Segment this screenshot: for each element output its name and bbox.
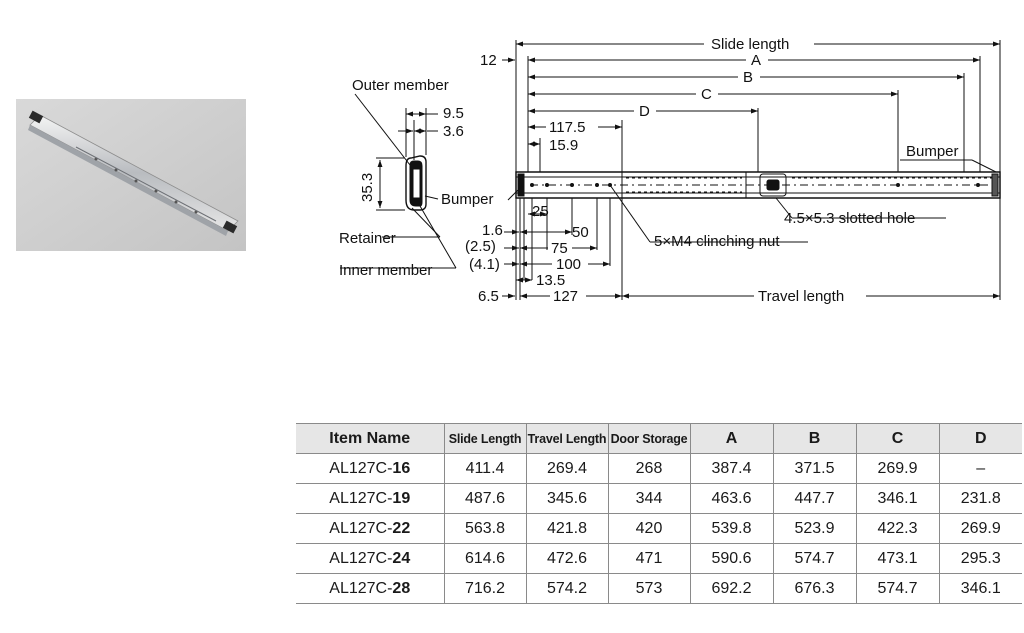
item-prefix: AL127C- [329,459,393,477]
dim-4-1: (4.1) [469,256,500,273]
item-name-cell: AL127C-19 [296,483,445,514]
door-storage-cell: 471 [607,543,691,574]
dim-127: 127 [553,288,578,305]
a-cell: 539.8 [689,513,774,544]
col-item-name: Item Name [296,423,445,454]
side-bumper-label: Bumper [441,191,494,208]
slide-length-label: Slide length [711,36,789,53]
slotted-hole-label: 4.5×5.3 slotted hole [784,210,915,227]
table-row: AL127C-19 487.6 345.6 344 463.6 447.7 34… [296,483,1022,514]
table-row: AL127C-24 614.6 472.6 471 590.6 574.7 47… [296,543,1022,574]
item-prefix: AL127C- [329,549,393,567]
col-slide-length: Slide Length [443,423,527,454]
dim-100: 100 [556,256,581,273]
d-cell: 295.3 [938,543,1022,574]
dim-d-label: D [639,103,650,120]
travel-length-cell: 269.4 [525,453,609,484]
item-name-cell: AL127C-24 [296,543,445,574]
dim-15-9: 15.9 [549,137,578,154]
c-cell: 574.7 [855,573,940,604]
item-prefix: AL127C- [329,489,393,507]
dim-117-5: 117.5 [549,119,585,136]
col-b: B [772,423,857,454]
table-row: AL127C-28 716.2 574.2 573 692.2 676.3 57… [296,573,1022,604]
c-cell: 473.1 [855,543,940,574]
b-cell: 523.9 [772,513,857,544]
col-travel-length: Travel Length [525,423,609,454]
table-row: AL127C-16 411.4 269.4 268 387.4 371.5 26… [296,453,1022,484]
dim-9-5: 9.5 [443,105,464,122]
b-cell: 676.3 [772,573,857,604]
door-storage-cell: 268 [607,453,691,484]
clinching-nut-label: 5×M4 clinching nut [654,233,780,250]
outer-member-label: Outer member [352,77,449,94]
item-suffix: 24 [392,549,411,567]
top-bumper-label: Bumper [906,143,959,160]
slide-length-cell: 411.4 [443,453,527,484]
item-suffix: 19 [392,489,411,507]
c-cell: 346.1 [855,483,940,514]
dim-25: 25 [532,203,549,220]
dim-12: 12 [480,52,497,69]
door-storage-cell: 344 [607,483,691,514]
door-storage-cell: 573 [607,573,691,604]
dim-6-5: 6.5 [478,288,499,305]
dim-a-label: A [751,52,761,69]
slide-length-cell: 563.8 [443,513,527,544]
b-cell: 574.7 [772,543,857,574]
slide-length-cell: 614.6 [443,543,527,574]
product-photo [16,99,246,251]
a-cell: 463.6 [689,483,774,514]
door-storage-cell: 420 [607,513,691,544]
item-name-cell: AL127C-16 [296,453,445,484]
retainer-label: Retainer [339,230,396,247]
d-cell: – [938,453,1022,484]
item-suffix: 22 [392,519,411,537]
travel-length-cell: 421.8 [525,513,609,544]
travel-length-label: Travel length [758,288,844,305]
spec-table: Item Name Slide Length Travel Length Doo… [296,423,1022,604]
dim-3-6: 3.6 [443,123,464,140]
dim-35-3: 35.3 [359,173,376,202]
item-prefix: AL127C- [329,519,393,537]
side-view-labels: Outer member 9.5 3.6 35.3 Bumper Retaine… [339,77,494,279]
table-header-row: Item Name Slide Length Travel Length Doo… [296,423,1022,454]
travel-length-cell: 574.2 [525,573,609,604]
c-cell: 269.9 [855,453,940,484]
a-cell: 692.2 [689,573,774,604]
col-c: C [855,423,940,454]
dim-2-5: (2.5) [465,238,496,255]
travel-length-cell: 472.6 [525,543,609,574]
dim-b-label: B [743,69,753,86]
table-row: AL127C-22 563.8 421.8 420 539.8 523.9 42… [296,513,1022,544]
a-cell: 387.4 [689,453,774,484]
b-cell: 447.7 [772,483,857,514]
c-cell: 422.3 [855,513,940,544]
col-door-storage: Door Storage [607,423,691,454]
d-cell: 346.1 [938,573,1022,604]
d-cell: 231.8 [938,483,1022,514]
dim-1-6: 1.6 [482,222,503,239]
col-a: A [689,423,774,454]
dim-13-5: 13.5 [536,272,565,289]
item-name-cell: AL127C-22 [296,513,445,544]
dim-c-label: C [701,86,712,103]
b-cell: 371.5 [772,453,857,484]
slide-length-cell: 487.6 [443,483,527,514]
side-view [340,93,457,269]
item-suffix: 28 [392,579,411,597]
item-suffix: 16 [392,459,411,477]
col-d: D [938,423,1022,454]
slide-length-cell: 716.2 [443,573,527,604]
item-prefix: AL127C- [329,579,393,597]
item-name-cell: AL127C-28 [296,573,445,604]
a-cell: 590.6 [689,543,774,574]
inner-member-label: Inner member [339,262,432,279]
travel-length-cell: 345.6 [525,483,609,514]
d-cell: 269.9 [938,513,1022,544]
dim-50: 50 [572,224,589,241]
dim-75: 75 [551,240,568,257]
technical-drawing: Outer member 9.5 3.6 35.3 Bumper Retaine… [339,34,1001,305]
top-view-labels: 12 Slide length A B C D 117.5 15.9 Bumpe… [465,34,959,305]
